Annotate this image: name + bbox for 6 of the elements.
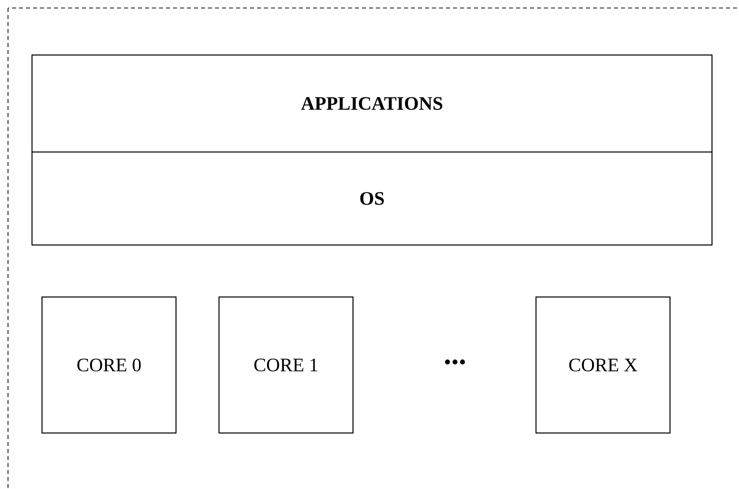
layer-box: OS — [32, 152, 712, 246]
core-box: CORE 1 — [218, 296, 354, 434]
core-box: CORE X — [536, 296, 670, 434]
core-box: CORE 0 — [42, 296, 176, 434]
layer-box: APPLICATIONS — [32, 54, 712, 152]
ellipsis: ... — [445, 360, 465, 364]
